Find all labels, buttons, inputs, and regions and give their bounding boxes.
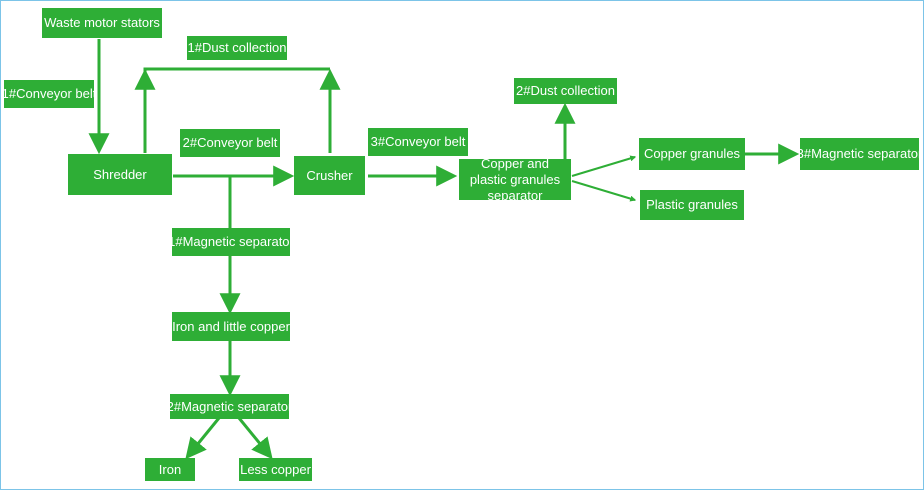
node-iron: Iron — [145, 458, 195, 481]
arrow-ms2-to-iron — [185, 417, 221, 460]
label-dust-collection-1: 1#Dust collection — [187, 36, 287, 60]
node-plastic-granules: Plastic granules — [640, 190, 744, 220]
label-conveyor-belt-2: 2#Conveyor belt — [180, 129, 280, 157]
node-iron-and-little-copper: Iron and little copper — [172, 312, 290, 341]
arrow-separator-to-plastic — [571, 180, 637, 202]
label-conveyor-belt-1: 1#Conveyor belt — [2, 80, 96, 108]
label-dust-collection-2: 2#Dust collection — [514, 78, 617, 104]
node-magnetic-separator-1: 1#Magnetic separator — [168, 228, 294, 256]
arrow-separator-to-copper — [571, 155, 637, 177]
node-crusher: Crusher — [294, 156, 365, 195]
arrow-ms2-to-less-copper — [237, 417, 273, 460]
node-magnetic-separator-2: 2#Magnetic separator — [167, 394, 292, 419]
node-less-copper: Less copper — [239, 458, 312, 481]
node-waste-motor-stators: Waste motor stators — [42, 8, 162, 38]
node-magnetic-separator-3: 3#Magnetic separator — [797, 138, 922, 170]
node-copper-plastic-separator: Copper and plastic granules separator — [459, 156, 571, 203]
label-conveyor-belt-3: 3#Conveyor belt — [368, 128, 468, 156]
node-copper-granules: Copper granules — [639, 138, 745, 170]
node-shredder: Shredder — [68, 154, 172, 195]
